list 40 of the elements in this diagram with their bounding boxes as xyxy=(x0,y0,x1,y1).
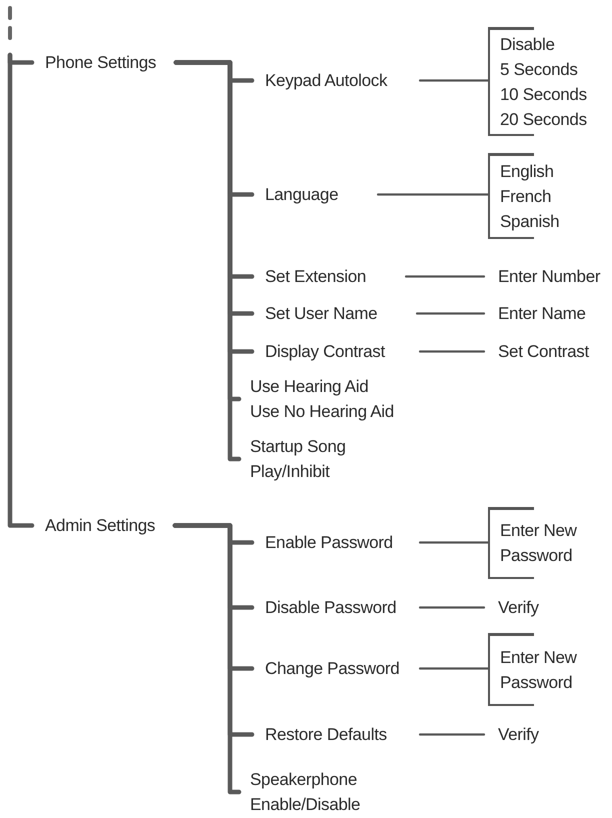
menu-item-text: Enter Name xyxy=(498,303,586,325)
connector-line xyxy=(418,733,486,736)
menu-item-text: Enter Number xyxy=(498,266,600,288)
option-text: 10 Seconds xyxy=(500,84,588,106)
menu-item-text: Change Password xyxy=(265,658,400,680)
menu-item-text: Verify xyxy=(498,597,539,619)
menu-item-text: Display Contrast xyxy=(265,341,385,363)
menu-item-text: Set Extension xyxy=(265,266,366,288)
connector-line xyxy=(376,193,490,196)
menu-item-text: Keypad Autolock xyxy=(265,70,388,92)
connector-line xyxy=(8,52,34,528)
connector-line xyxy=(418,541,490,544)
menu-item-text: Disable Password xyxy=(265,597,396,619)
option-text: French xyxy=(500,186,552,208)
option-text: 5 Seconds xyxy=(500,58,579,80)
connector-line xyxy=(172,523,242,794)
menu-item-text: Use Hearing Aid xyxy=(250,376,370,398)
menu-item-text: Enable Password xyxy=(265,532,393,554)
menu-item-text: Startup Song Play/Inhibit xyxy=(250,436,347,483)
menu-item-text: Set Contrast xyxy=(498,341,589,363)
menu-item-text: Set User Name xyxy=(265,303,378,325)
option-text: Enter New Password xyxy=(500,520,578,567)
connector-line xyxy=(404,275,486,278)
menu-item-text: Admin Settings xyxy=(45,515,156,537)
connector-line xyxy=(418,606,486,609)
menu-item-text: Language xyxy=(265,184,338,206)
menu-item-text: Restore Defaults xyxy=(265,724,387,746)
option-text: Disable xyxy=(500,34,556,56)
option-text: 20 Seconds xyxy=(500,108,588,130)
menu-item-text: Speakerphone Enable/Disable xyxy=(250,769,362,816)
connector-line xyxy=(416,312,486,315)
menu-item-text: Use No Hearing Aid xyxy=(250,401,394,423)
connector-line xyxy=(418,350,486,353)
option-text: Enter New Password xyxy=(500,646,578,694)
connector-line xyxy=(418,667,490,670)
option-text: Spanish xyxy=(500,210,560,232)
option-text: English xyxy=(500,160,555,182)
menu-item-text: Phone Settings xyxy=(45,52,156,74)
connector-line xyxy=(418,79,490,82)
menu-item-text: Verify xyxy=(498,724,539,746)
